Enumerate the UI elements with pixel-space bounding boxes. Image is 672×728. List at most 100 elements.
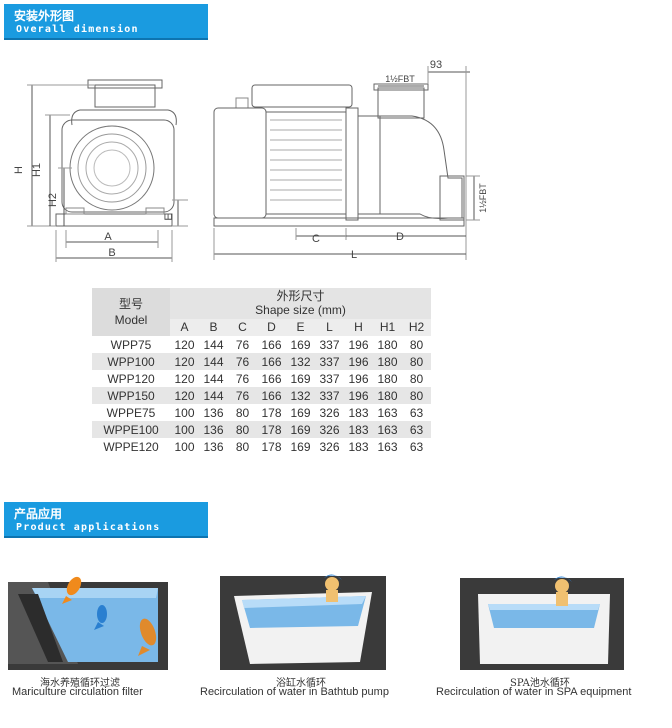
value-cell: 166 [257,387,286,404]
value-cell: 136 [203,405,224,420]
value-cell: 80 [409,337,424,352]
value-cell: 80 [228,421,257,438]
value-cell: 100 [174,439,195,454]
label-b: B [108,247,115,259]
column-header-b: B [199,318,228,336]
model-header-cn: 型号 [118,297,143,311]
dolphin-icon [94,605,107,630]
value-cell: 183 [344,421,373,438]
value-cell: 196 [344,387,373,404]
value-cell: 180 [373,353,402,370]
value-cell: 63 [402,421,431,438]
value-cell: 120 [174,371,195,386]
column-header-a: A [170,318,199,336]
value-cell: 76 [235,337,250,352]
value-cell: 132 [286,387,315,404]
label-93: 93 [430,59,442,71]
model-header: 型号 Model [92,288,170,336]
section-header-applications: 产品应用 Product applications [4,502,208,538]
value-cell: 183 [348,405,369,420]
value-cell: 196 [348,371,369,386]
label-d: D [396,231,404,243]
label-c: C [312,233,320,245]
label-fbt-top: 1½FBT [385,74,415,84]
value-cell: 144 [199,387,228,404]
value-cell: 136 [199,421,228,438]
value-cell: 166 [257,353,286,370]
value-cell: 120 [174,337,195,352]
person-icon-2 [554,576,572,606]
value-cell: 183 [348,439,369,454]
value-cell: 337 [315,387,344,404]
value-cell: 76 [228,353,257,370]
column-header-c: C [228,318,257,336]
label-h2: H2 [47,193,59,207]
value-cell: 163 [373,421,402,438]
value-cell: 80 [402,387,431,404]
value-cell: 80 [235,405,250,420]
label-e: E [163,213,175,220]
value-cell: 337 [319,337,340,352]
value-cell: 144 [203,371,224,386]
value-cell: 120 [170,387,199,404]
value-cell: 144 [199,353,228,370]
caption-cn-3: SPA池水循环 [510,678,570,689]
model-cell: WPP75 [110,337,152,352]
value-cell: 169 [290,405,311,420]
value-cell: 80 [402,353,431,370]
value-cell: 178 [257,421,286,438]
model-cell: WPP150 [92,387,170,404]
value-cell: 80 [235,439,250,454]
value-cell: 326 [319,439,340,454]
value-cell: 178 [261,439,282,454]
value-cell: 144 [203,337,224,352]
value-cell: 132 [286,353,315,370]
value-cell: 76 [228,387,257,404]
mariculture-image [8,576,168,670]
value-cell: 136 [203,439,224,454]
section-title-en: Overall dimension [16,24,139,35]
bathtub-image [220,574,386,670]
koi-icon [138,618,157,656]
column-header-d: D [257,318,286,336]
model-header-en: Model [114,313,148,327]
value-cell: 80 [409,371,424,386]
value-cell: 166 [261,371,282,386]
column-header-h: H [344,318,373,336]
section-title-en-2: Product applications [16,522,161,533]
value-cell: 63 [409,405,424,420]
value-cell: 180 [377,371,398,386]
value-cell: 100 [174,405,195,420]
model-cell: WPPE75 [106,405,156,420]
column-header-h1: H1 [373,318,402,336]
value-cell: 169 [286,421,315,438]
label-a: A [104,231,112,243]
value-cell: 337 [315,353,344,370]
value-cell: 326 [319,405,340,420]
value-cell: 63 [409,439,424,454]
value-cell: 169 [290,337,311,352]
spa-image [460,576,624,670]
value-cell: 178 [261,405,282,420]
column-header-l: L [315,318,344,336]
value-cell: 180 [373,387,402,404]
person-icon [324,574,342,602]
value-cell: 196 [344,353,373,370]
dimension-drawing: H H1 H2 E A B C D L 93 1½FBT 1½FBT [13,59,488,262]
side-view [213,66,480,260]
label-l: L [351,249,357,261]
column-header-h2: H2 [402,318,431,336]
fish-icon [62,576,82,604]
caption-cn-2: 浴缸水循环 [276,678,326,689]
section-title-cn-2: 产品应用 [14,507,63,521]
label-fbt-side: 1½FBT [478,183,488,213]
value-cell: 169 [290,439,311,454]
caption-en-2: Recirculation of water in Bathtub pump [200,686,389,698]
model-cell: WPPE120 [103,439,159,454]
